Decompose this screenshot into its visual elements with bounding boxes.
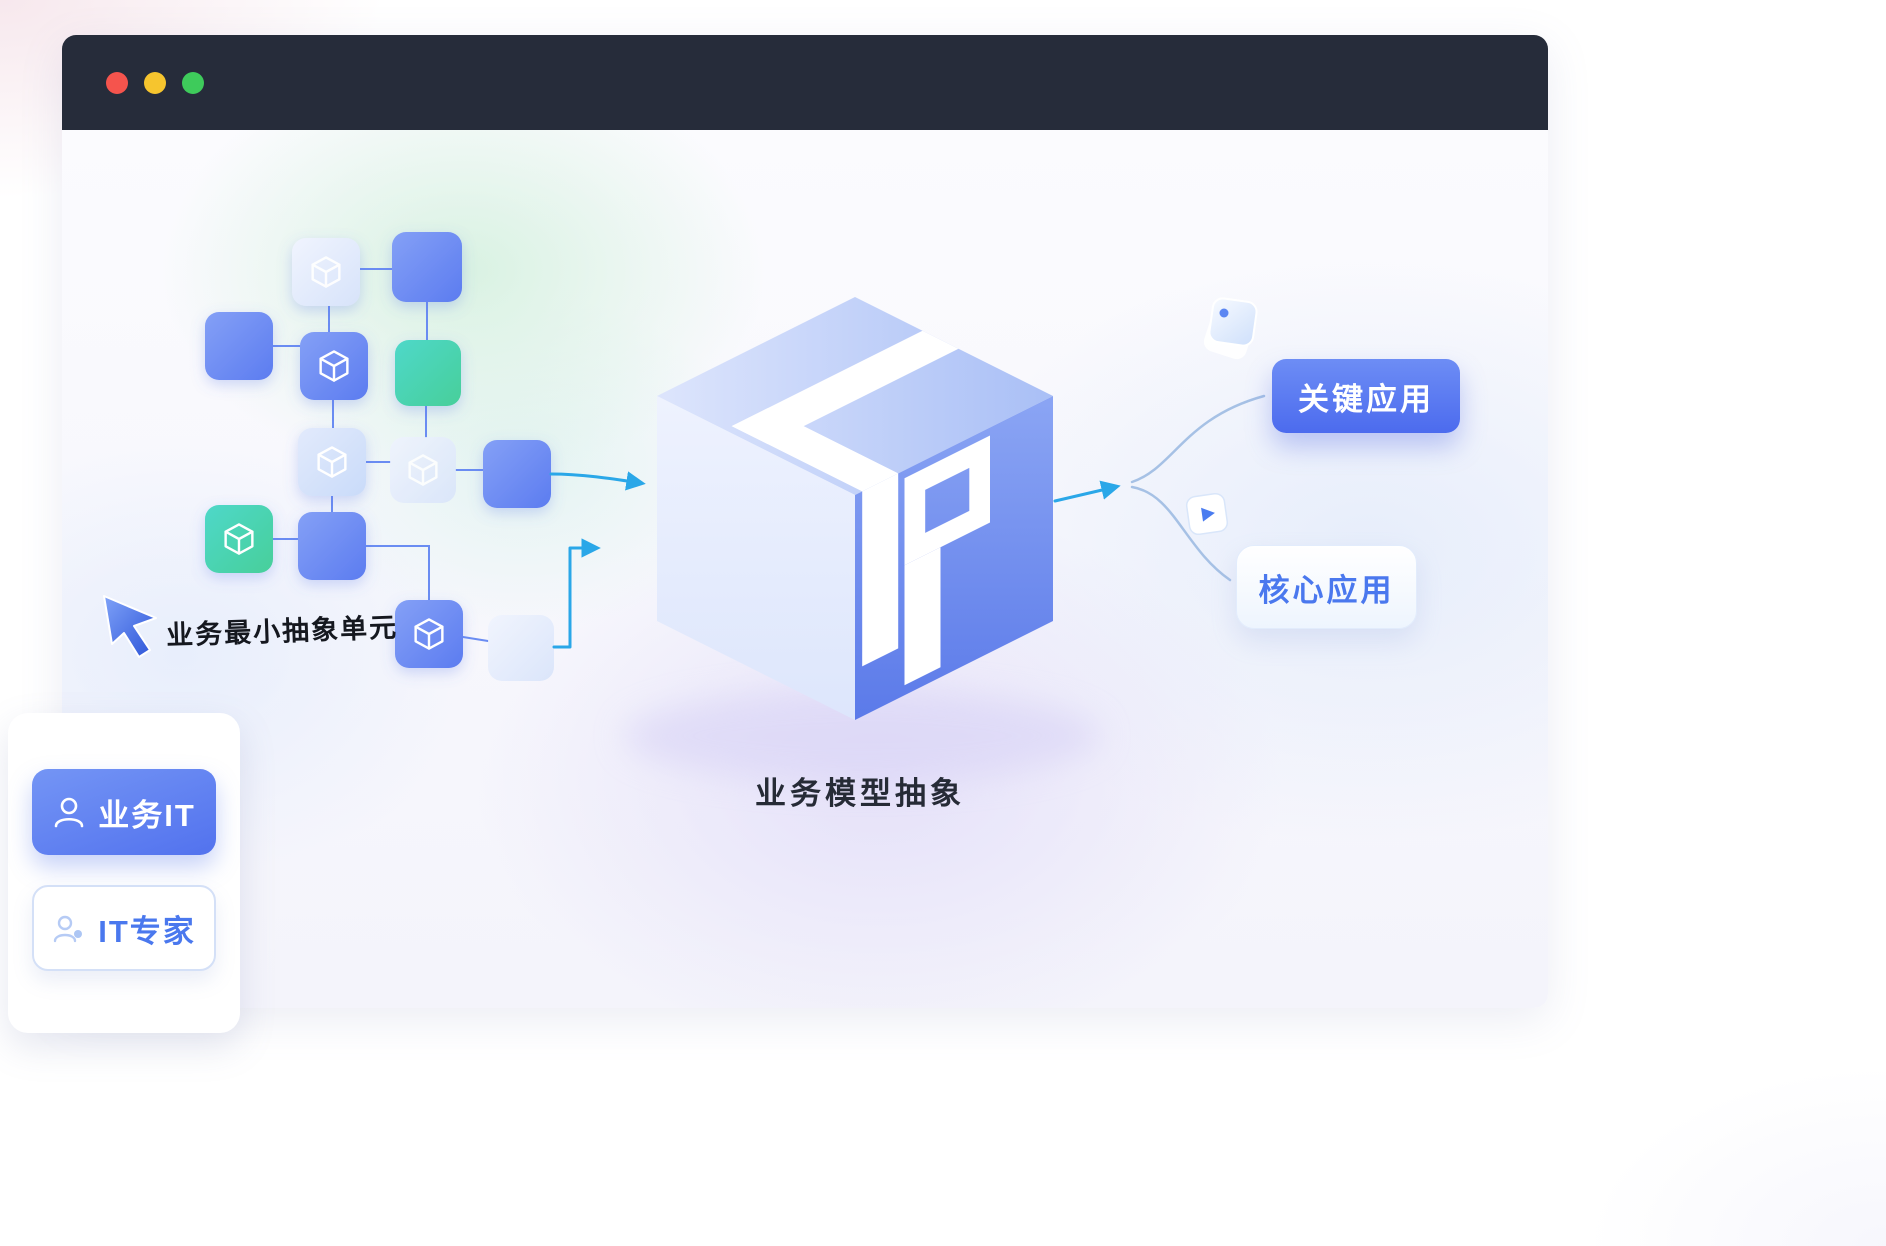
- unit-node-grid: [205, 232, 554, 681]
- unit-node: [205, 505, 273, 573]
- flow-arrows: [549, 471, 1121, 649]
- core-apps-button[interactable]: 核心应用: [1236, 545, 1417, 629]
- unit-node: [395, 340, 461, 406]
- close-button[interactable]: [106, 71, 128, 94]
- browser-window: 业务最小抽象单元 业务模型抽象 关键应用 核心应用: [62, 35, 1548, 1008]
- canvas: 业务最小抽象单元 业务模型抽象 关键应用 核心应用: [62, 130, 1548, 1008]
- model-cube: [624, 297, 1100, 782]
- unit-node: [300, 332, 368, 400]
- unit-node: [395, 600, 463, 668]
- unit-node: [483, 440, 551, 508]
- unit-node: [205, 312, 273, 380]
- unit-node: [292, 238, 360, 306]
- window-titlebar: [62, 35, 1548, 130]
- unit-node: [392, 232, 462, 302]
- model-label: 业务模型抽象: [755, 776, 965, 811]
- user-icon: [54, 797, 84, 828]
- cube-glyph-top: [731, 330, 959, 492]
- tag-icon: [1185, 492, 1229, 536]
- roles-card: 业务IT IT专家: [8, 713, 240, 1033]
- key-apps-button[interactable]: 关键应用: [1272, 359, 1460, 433]
- tag-icon: [1203, 297, 1258, 360]
- business-it-button[interactable]: 业务IT: [32, 769, 216, 855]
- expert-icon: [54, 915, 83, 943]
- maximize-button[interactable]: [182, 71, 204, 94]
- connector-lines: [272, 268, 489, 642]
- business-it-label: 业务IT: [98, 797, 196, 833]
- it-expert-label: IT专家: [98, 913, 196, 949]
- unit-node: [390, 437, 456, 503]
- unit-node: [298, 512, 366, 580]
- unit-node: [488, 615, 554, 681]
- minimize-button[interactable]: [144, 71, 166, 94]
- branch-lines: [1130, 394, 1266, 582]
- it-expert-button[interactable]: IT专家: [32, 885, 216, 971]
- cube-glyph-right: [862, 435, 991, 686]
- cursor-icon: [103, 595, 157, 658]
- unit-node: [298, 428, 366, 496]
- abstraction-diagram: [103, 232, 1266, 782]
